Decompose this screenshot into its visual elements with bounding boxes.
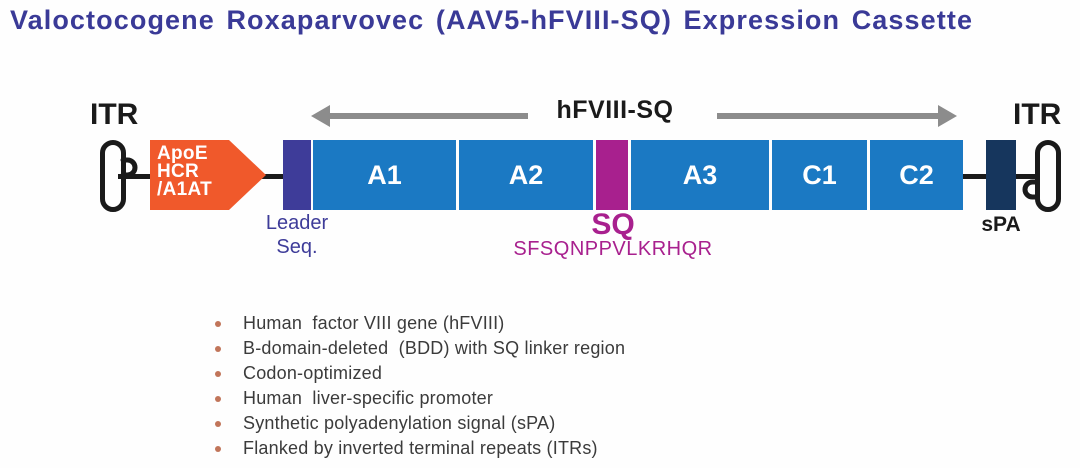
right-arrowhead-icon [938,105,957,127]
list-item: B-domain-deleted (BDD) with SQ linker re… [215,336,625,361]
backbone-line-segment [1014,174,1040,179]
domain-box-c1: C1 [772,140,867,210]
itr-right-label: ITR [1013,98,1062,131]
spa-box [986,140,1016,210]
itr-hairpin-icon-left [100,140,138,212]
bullet-text: Codon-optimized [243,363,383,383]
domain-box-a2: A2 [459,140,593,210]
domain-box-a3: A3 [631,140,769,210]
bullet-icon [215,320,221,327]
itr-hairpin-icon-right [1022,140,1061,212]
backbone-line-segment [250,174,286,179]
backbone-line-segment [118,174,154,179]
bullet-text: Human factor VIII gene (hFVIII) [243,313,505,333]
list-item: Human liver-specific promoter [215,386,625,411]
left-arrow-shaft [329,113,528,119]
bullet-text: Human liver-specific promoter [243,388,494,408]
left-arrowhead-icon [311,105,330,127]
feature-list: Human factor VIII gene (hFVIII) B-domain… [215,311,625,461]
page-title: Valoctocogene Roxaparvovec (AAV5-hFVIII-… [10,5,974,35]
promoter-label-line1: ApoE [157,143,208,164]
promoter-label-line3: /A1AT [157,179,212,200]
leader-seq-label-line1: Leader [265,212,329,234]
bullet-text: Synthetic polyadenylation signal (sPA) [243,413,556,433]
sq-linker-box [596,140,628,210]
domain-label-a2: A2 [508,159,544,190]
right-arrow-shaft [717,113,939,119]
bullet-icon [215,420,221,427]
backbone-line-segment [961,174,988,179]
promoter-label-line2: HCR [157,161,200,182]
bullet-icon [215,370,221,377]
list-item: Human factor VIII gene (hFVIII) [215,311,625,336]
itr-left-label: ITR [90,98,139,131]
leader-seq-label: Leader Seq. [251,211,343,259]
list-item: Codon-optimized [215,361,625,386]
spa-label: sPA [981,213,1021,236]
domain-label-c2: C2 [899,159,934,190]
domain-box-c2: C2 [870,140,963,210]
promoter-arrow-shape [150,140,266,210]
list-item: Synthetic polyadenylation signal (sPA) [215,411,625,436]
leader-sequence-box [283,140,311,210]
leader-seq-label-line2: Seq. [276,236,318,258]
bullet-text: B-domain-deleted (BDD) with SQ linker re… [243,338,626,358]
bullet-icon [215,445,221,452]
sq-label: SQ [591,208,635,241]
list-item: Flanked by inverted terminal repeats (IT… [215,436,625,461]
bullet-text: Flanked by inverted terminal repeats (IT… [243,438,598,458]
domain-box-a1: A1 [313,140,456,210]
bullet-icon [215,345,221,352]
bullet-icon [215,395,221,402]
domain-label-a3: A3 [682,159,718,190]
domain-label-c1: C1 [802,159,837,190]
sq-linker-sequence: SFSQNPPVLKRHQR [513,238,713,260]
domain-label-a1: A1 [367,159,402,190]
promoter-label: ApoE HCR /A1AT [157,143,212,200]
hfviii-sq-region-label: hFVIII-SQ [556,96,674,124]
